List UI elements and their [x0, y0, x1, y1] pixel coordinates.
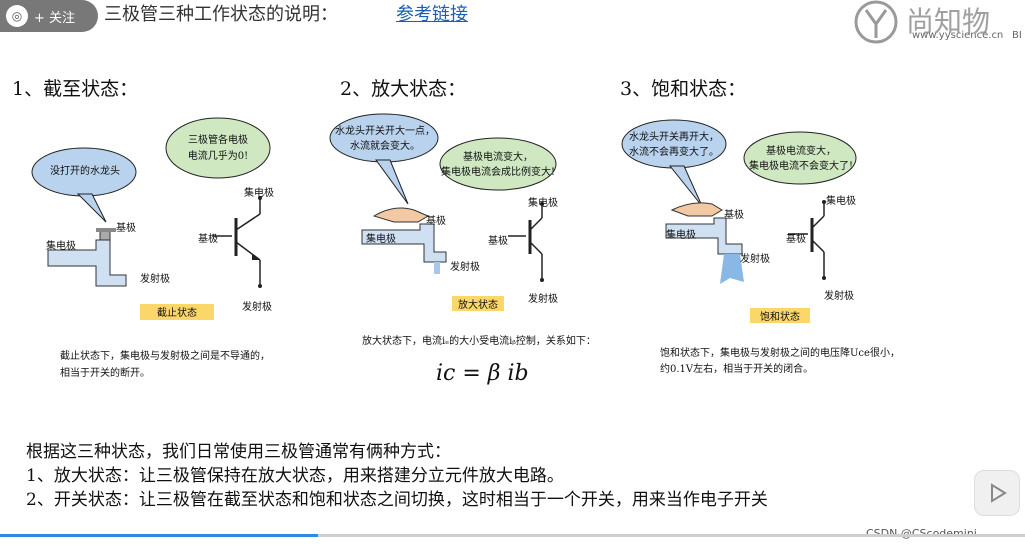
saturation-desc-l1: 饱和状态下，集电极与发射极之间的电压降Uce很小，: [660, 348, 900, 359]
brand-logo: [852, 0, 1022, 48]
amplify-sym-base-label: 基极: [488, 236, 508, 247]
cutoff-state-badge: 截止状态: [140, 304, 214, 320]
amplify-sym-collector-label: 集电极: [528, 198, 558, 209]
brand-url: www.yyscience.cn: [912, 30, 1004, 41]
saturation-bubble-current-l1: 基极电流变大，: [766, 146, 836, 157]
cutoff-bubble-faucet: 没打开的水龙头: [50, 166, 120, 177]
amplify-bubble-faucet-l2: 水流就会变大。: [350, 141, 420, 152]
summary-line-3: 2、开关状态：让三极管在截至状态和饱和状态之间切换，这时相当于一个开关，用来当作…: [26, 490, 768, 510]
amplify-pipe-emitter-label: 发射极: [450, 262, 480, 273]
amplify-illustration: [329, 113, 557, 282]
amplify-pipe-base-label: 基极: [426, 216, 446, 227]
amplify-bubble-current-l2: 集电极电流会成比例变大!: [440, 167, 556, 178]
amplify-pipe-collector-label: 集电极: [366, 234, 396, 245]
play-icon: [991, 483, 1007, 503]
page-title: 三极管三种工作状态的说明：: [104, 4, 338, 25]
brand-suffix: BI: [1012, 30, 1022, 41]
cutoff-sym-base-label: 基极: [198, 234, 218, 245]
reference-link[interactable]: 参考链接: [396, 4, 468, 25]
cutoff-sym-emitter-label: 发射极: [242, 302, 272, 313]
amplify-desc: 放大状态下，电流iₑ的大小受电流iᵦ控制，关系如下：: [362, 336, 596, 347]
cutoff-pipe-base-label: 基极: [116, 223, 136, 234]
section-title-cutoff: 1、截至状态：: [12, 78, 139, 100]
saturation-pipe-collector-label: 集电极: [666, 230, 696, 241]
cutoff-illustration: [31, 117, 271, 288]
follow-button[interactable]: ◎ + 关注: [0, 0, 98, 32]
saturation-bubble-faucet-l2: 水流不会再变大了。: [629, 147, 719, 158]
cutoff-bubble-current-l1: 三极管各电极: [188, 135, 248, 146]
saturation-pipe-base-label: 基极: [724, 210, 744, 221]
saturation-pipe-emitter-label: 发射极: [740, 254, 770, 265]
brand-text: 尚知物: [906, 5, 991, 38]
saturation-illustration: [621, 119, 857, 284]
saturation-sym-base-label: 基极: [786, 234, 806, 245]
avatar: ◎: [6, 5, 28, 27]
video-progress-bar[interactable]: [0, 534, 1025, 537]
amplify-sym-emitter-label: 发射极: [528, 294, 558, 305]
cutoff-bubble-current-l2: 电流几乎为0!: [187, 151, 249, 162]
cutoff-pipe-emitter-label: 发射极: [140, 274, 170, 285]
amplify-state-badge: 放大状态: [452, 296, 504, 311]
section-title-saturation: 3、饱和状态：: [620, 78, 747, 100]
cutoff-pipe-collector-label: 集电极: [46, 241, 76, 252]
saturation-sym-emitter-label: 发射极: [824, 291, 854, 302]
cutoff-desc-l2: 相当于开关的断开。: [60, 368, 150, 379]
amplify-bubble-current-l1: 基极电流变大，: [463, 152, 533, 163]
cutoff-sym-collector-label: 集电极: [244, 188, 274, 199]
summary-line-1: 根据这三种状态，我们日常使用三极管通常有俩种方式：: [26, 442, 451, 462]
saturation-state-badge: 饱和状态: [750, 308, 810, 323]
saturation-sym-collector-label: 集电极: [826, 196, 856, 207]
amplify-bubble-faucet-l1: 水龙头开关开大一点，: [335, 126, 435, 137]
follow-label: + 关注: [34, 10, 76, 26]
video-progress-fill: [0, 534, 318, 537]
summary-line-2: 1、放大状态：让三极管保持在放大状态，用来搭建分立元件放大电路。: [26, 466, 564, 486]
saturation-bubble-faucet-l1: 水龙头开关再开大，: [629, 132, 719, 143]
section-title-amplify: 2、放大状态：: [340, 78, 467, 100]
amplify-formula: ic = β ib: [436, 361, 529, 386]
saturation-desc-l2: 约0.1V左右，相当于开关的闭合。: [660, 364, 814, 375]
saturation-bubble-current-l2: 集电极电流不会变大了!: [748, 161, 854, 172]
play-button[interactable]: [974, 470, 1020, 516]
cutoff-desc-l1: 截止状态下，集电极与发射极之间是不导通的，: [60, 351, 270, 362]
